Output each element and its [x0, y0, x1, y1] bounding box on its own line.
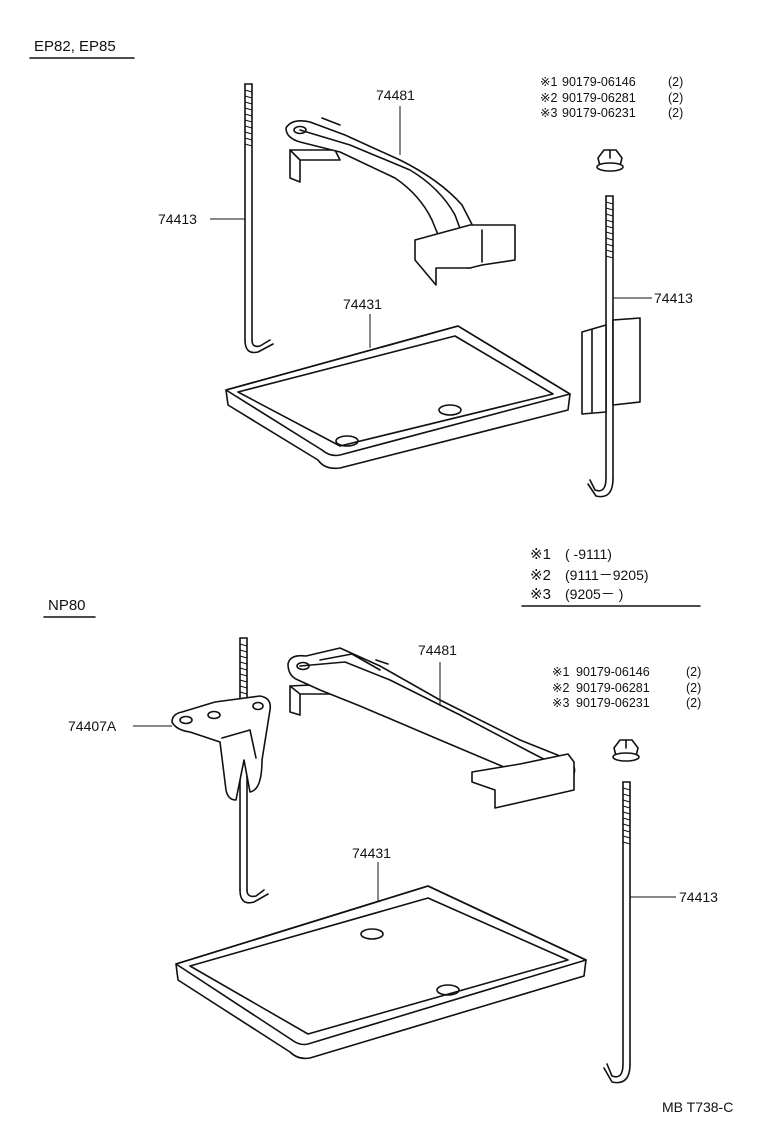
label-rod-left-top: 74413: [158, 211, 197, 227]
nut-top-1-mark: ※1: [540, 75, 557, 89]
legend-1-range: ( -9111): [565, 546, 612, 562]
nut-top-3-qty: (2): [668, 106, 683, 120]
nut-bottom-3-qty: (2): [686, 696, 701, 710]
label-clamp-top: 74481: [376, 87, 415, 103]
tray-bottom: [175, 862, 587, 1060]
nut-top-1-part: 90179-06146: [562, 75, 636, 89]
section-bottom: NP80 74407A: [43, 597, 718, 1084]
legend-2-mark: ※2: [530, 567, 551, 584]
nut-top-2-part: 90179-06281: [562, 91, 636, 105]
nut-bottom-3-part: 90179-06231: [576, 696, 650, 710]
nut-top-2-qty: (2): [668, 91, 683, 105]
nut-bottom-1-part: 90179-06146: [576, 665, 650, 679]
legend: ※1 ( -9111) ※2 (9111－9205) ※3 (9205－ ): [521, 546, 701, 607]
model-title-top: EP82, EP85: [34, 38, 116, 55]
nut-top: [596, 149, 624, 172]
label-rod-right-top: 74413: [654, 290, 693, 306]
label-rod-right-bottom: 74413: [679, 889, 718, 905]
nut-bottom-1-qty: (2): [686, 665, 701, 679]
clamp-top: [285, 106, 516, 286]
nut-bottom-2-mark: ※2: [552, 681, 569, 695]
nut-list-bottom: ※1 90179-06146 (2) ※2 90179-06281 (2) ※3…: [552, 665, 701, 710]
bracket-bottom: [133, 695, 272, 801]
nut-bottom-3-mark: ※3: [552, 696, 569, 710]
rod-right-bottom: [603, 781, 631, 1084]
tray-top: [225, 314, 571, 470]
footer-code: MB T738-C: [662, 1099, 733, 1115]
legend-3-mark: ※3: [530, 586, 551, 603]
legend-2-range: (9111－9205): [565, 567, 649, 583]
legend-1-mark: ※1: [530, 546, 551, 563]
nut-list-top: ※1 90179-06146 (2) ※2 90179-06281 (2) ※3…: [540, 75, 683, 120]
nut-bottom-2-part: 90179-06281: [576, 681, 650, 695]
nut-top-1-qty: (2): [668, 75, 683, 89]
nut-top-3-mark: ※3: [540, 106, 557, 120]
model-title-bottom: NP80: [48, 597, 86, 614]
rod-left-top: [244, 83, 274, 354]
rod-right-top: [581, 195, 641, 498]
label-tray-top: 74431: [343, 296, 382, 312]
nut-bottom-1-mark: ※1: [552, 665, 569, 679]
clamp-bottom: [287, 647, 576, 809]
nut-bottom: [612, 739, 640, 762]
section-top: EP82, EP85 74413: [29, 38, 693, 498]
nut-top-2-mark: ※2: [540, 91, 557, 105]
label-clamp-bottom: 74481: [418, 642, 457, 658]
label-bracket-bottom: 74407A: [68, 718, 117, 734]
nut-top-3-part: 90179-06231: [562, 106, 636, 120]
nut-bottom-2-qty: (2): [686, 681, 701, 695]
label-tray-bottom: 74431: [352, 845, 391, 861]
legend-3-range: (9205－ ): [565, 586, 623, 602]
